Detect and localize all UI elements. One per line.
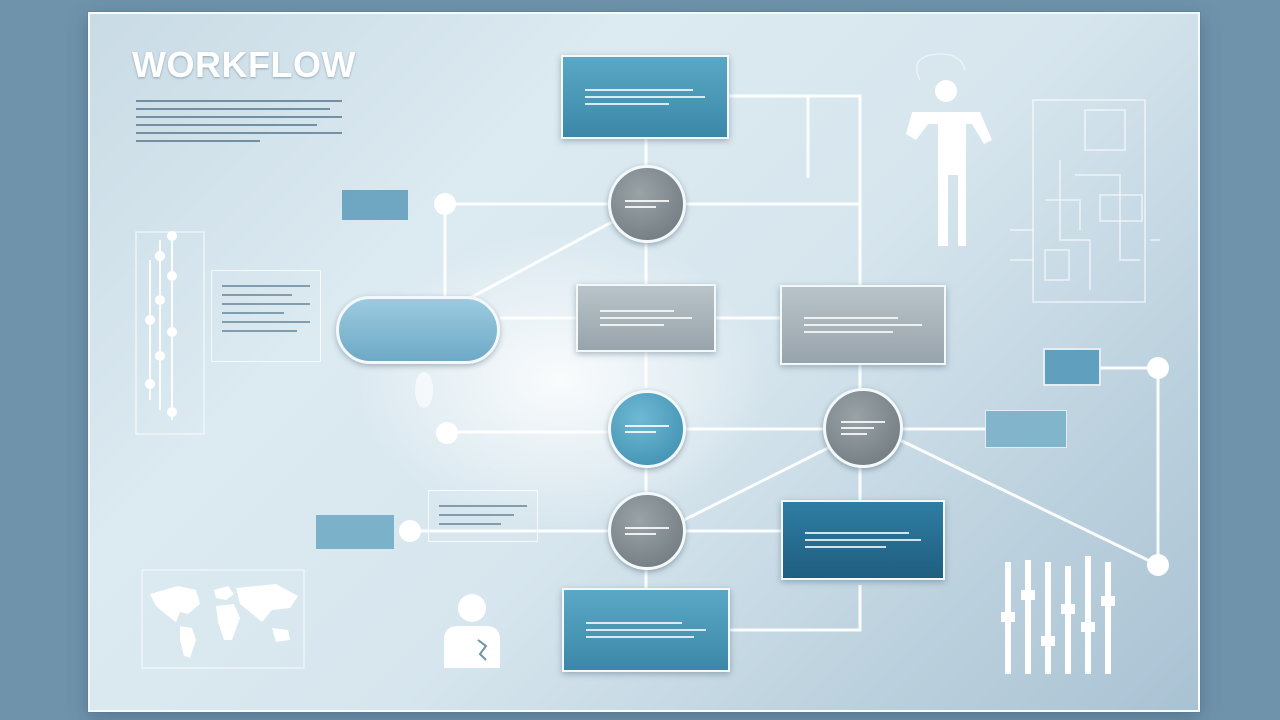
terminal-dot	[399, 520, 421, 542]
decision-node-top[interactable]	[608, 165, 686, 243]
process-box-bottom[interactable]	[562, 588, 730, 672]
terminal-dot	[434, 193, 456, 215]
page-title: WORKFLOW	[132, 44, 356, 85]
process-box-lower-right[interactable]	[781, 500, 945, 580]
decision-node-bottom[interactable]	[608, 492, 686, 570]
text-panel-left	[211, 270, 321, 362]
label-tag	[1043, 348, 1101, 386]
terminal-dot	[436, 422, 458, 444]
terminal-dot	[1147, 357, 1169, 379]
process-box-right[interactable]	[780, 285, 946, 365]
terminal-dot	[1147, 554, 1169, 576]
process-box-center[interactable]	[576, 284, 716, 352]
intro-text-block	[136, 100, 342, 148]
decision-node-right[interactable]	[823, 388, 903, 468]
process-box-top[interactable]	[561, 55, 729, 139]
decision-node-middle[interactable]	[608, 390, 686, 468]
label-tag	[316, 515, 394, 549]
start-terminator[interactable]	[336, 296, 500, 364]
text-panel-lower	[428, 490, 538, 542]
label-tag	[342, 190, 408, 220]
label-tag	[985, 410, 1067, 448]
